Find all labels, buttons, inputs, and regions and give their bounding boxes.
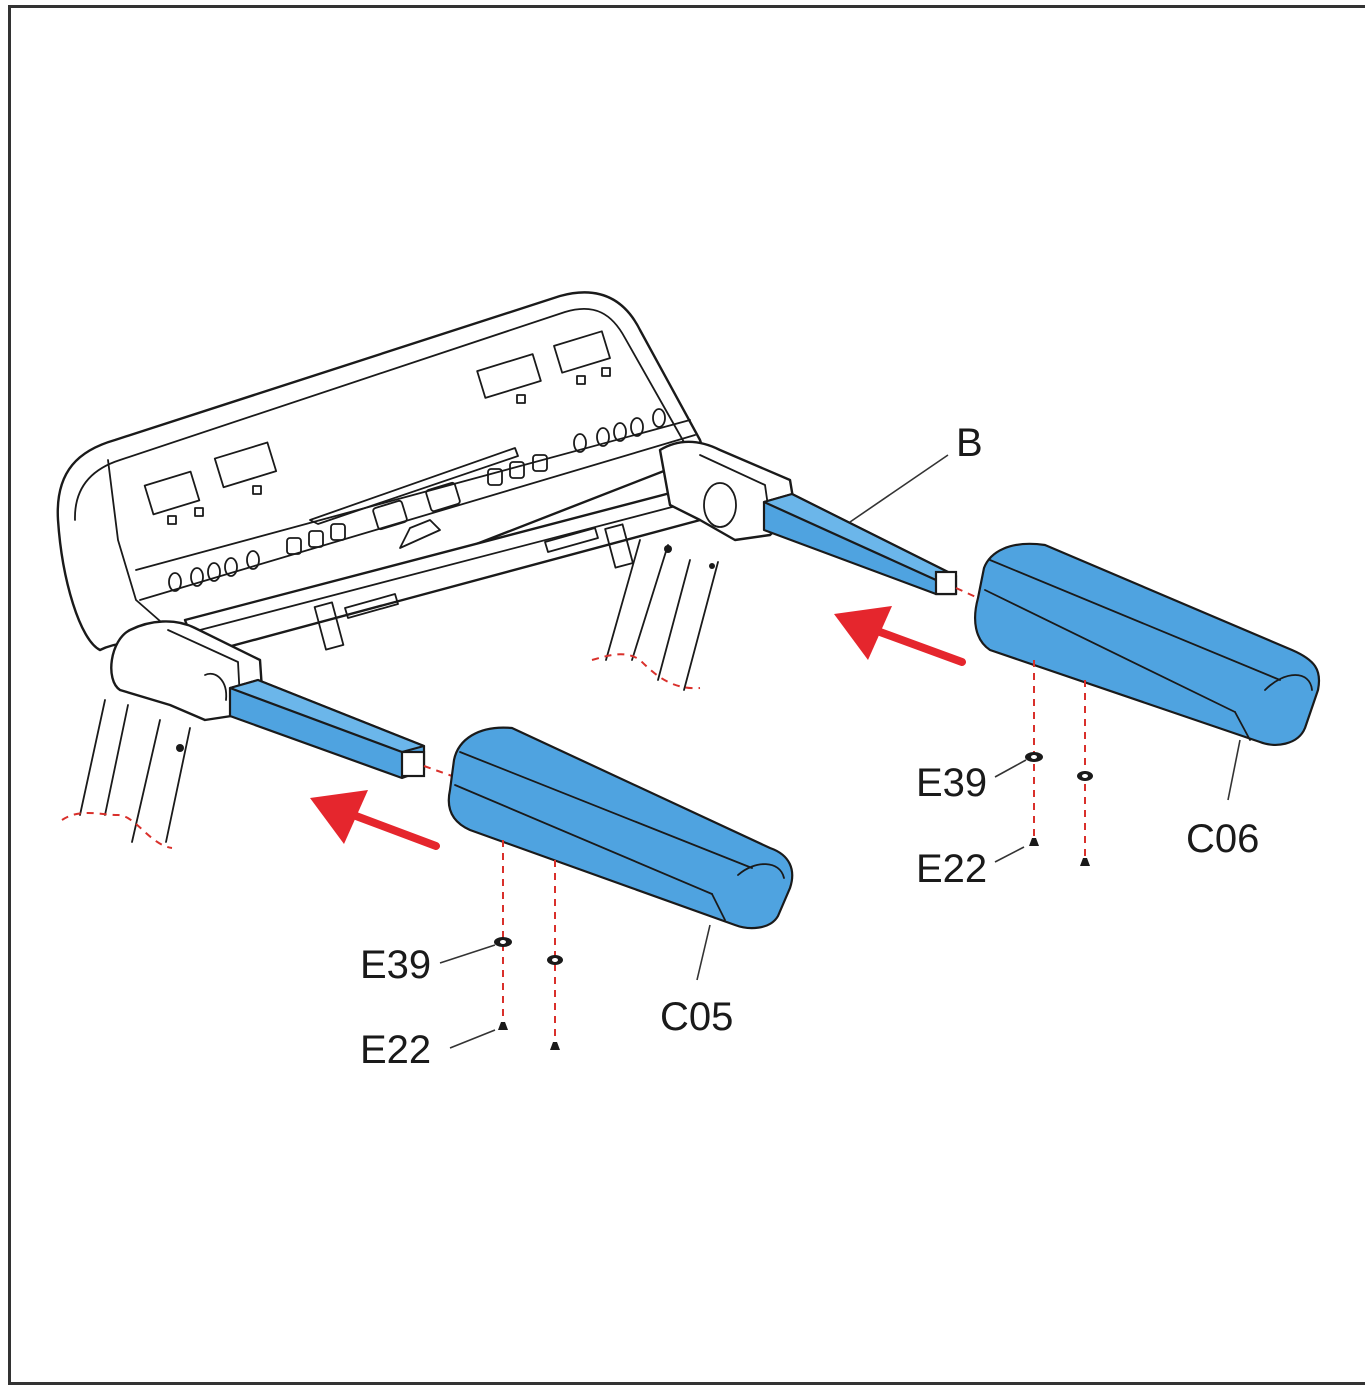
leader-line bbox=[994, 759, 1027, 778]
leader-line bbox=[994, 846, 1025, 863]
label-e22-left: E22 bbox=[360, 1028, 431, 1072]
washer-icon bbox=[1025, 752, 1043, 762]
leader-line bbox=[439, 944, 496, 964]
washer-icon bbox=[1077, 771, 1093, 781]
label-b: B bbox=[956, 421, 983, 465]
grip-cover-c06 bbox=[974, 542, 1321, 746]
screw-icon bbox=[1029, 838, 1039, 846]
tube-b-left bbox=[228, 678, 426, 780]
label-c05: C05 bbox=[660, 995, 733, 1039]
alignment-line-left bbox=[423, 765, 453, 777]
washer-icon bbox=[494, 937, 512, 947]
label-e39-right: E39 bbox=[916, 761, 987, 805]
screw-icon bbox=[550, 1042, 560, 1050]
leader-line bbox=[1227, 739, 1241, 801]
screw-icon bbox=[498, 1022, 508, 1030]
leader-line bbox=[849, 454, 949, 523]
label-c06: C06 bbox=[1186, 817, 1259, 861]
tube-b-right bbox=[762, 492, 958, 596]
treadmill-console bbox=[56, 291, 797, 849]
red-arrow-icon bbox=[834, 606, 966, 666]
washer-icon bbox=[547, 955, 563, 965]
label-e39-left: E39 bbox=[360, 943, 431, 987]
alignment-line-right bbox=[955, 587, 979, 599]
leader-line bbox=[449, 1029, 496, 1049]
grip-cover-c05 bbox=[447, 726, 794, 930]
leader-line bbox=[696, 924, 711, 981]
label-e22-right: E22 bbox=[916, 847, 987, 891]
screw-icon bbox=[1080, 858, 1090, 866]
red-arrow-icon bbox=[310, 790, 440, 850]
